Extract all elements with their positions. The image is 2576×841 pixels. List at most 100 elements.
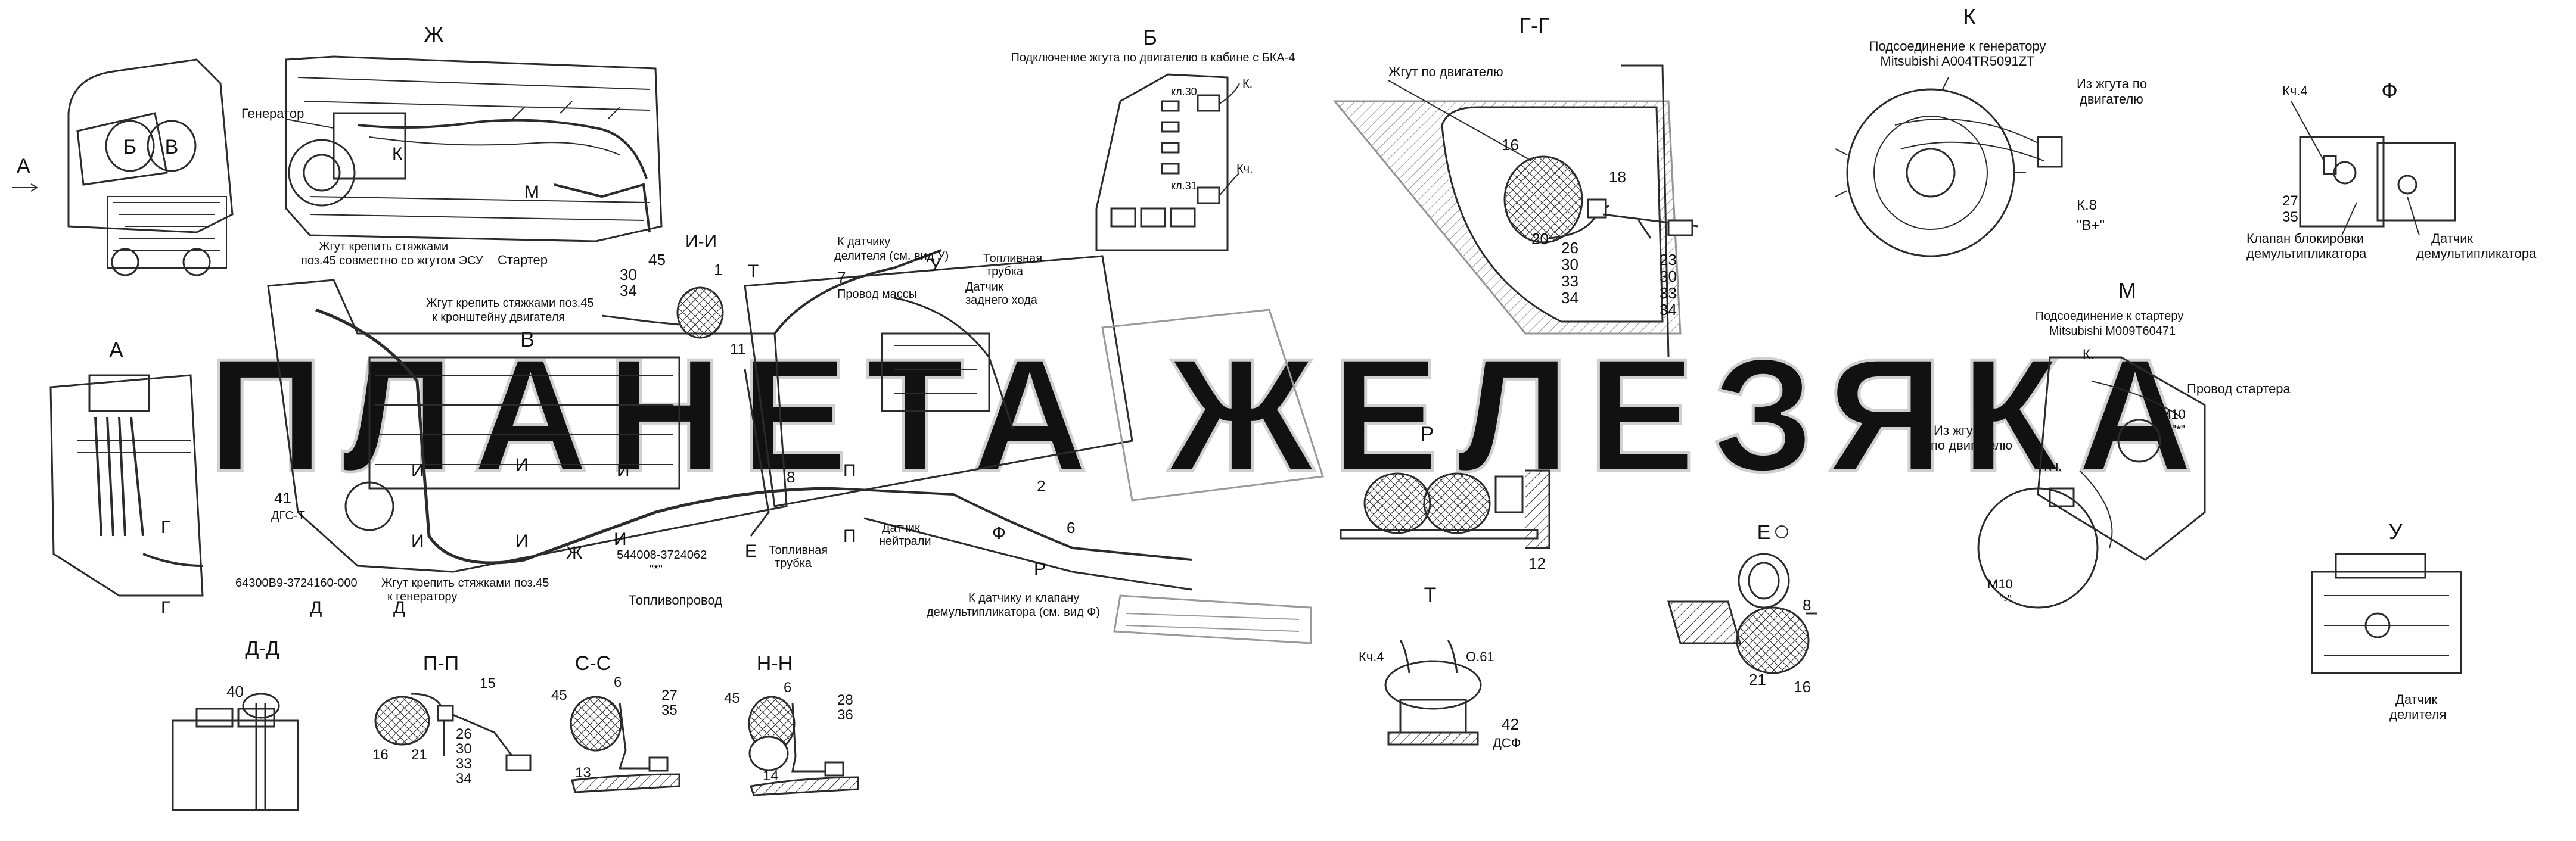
r-label-main: Р [1034, 559, 1046, 579]
i-label-5: И [515, 531, 529, 551]
zh-label-lower: Ж [566, 543, 583, 563]
zhgut-bracket-1: Жгут крепить стяжками поз.45 [426, 297, 593, 310]
pp-26: 26 [456, 726, 472, 742]
m-kch-label: Кч. [2044, 459, 2062, 474]
i-label-6: И [614, 529, 627, 549]
view-a-arrow [12, 183, 38, 192]
zhgut-gen-2: к генератору [387, 590, 457, 603]
ss-6: 6 [614, 674, 622, 690]
u-label-main: У [930, 256, 941, 275]
sensor-gear-2: заднего хода [965, 294, 1038, 307]
nn-36: 36 [837, 707, 853, 723]
pp-33: 33 [456, 756, 472, 772]
from-zhgut-m-2: по двигателю [1931, 438, 2012, 453]
e-view-marker [1775, 525, 1788, 538]
gg-26: 26 [1561, 239, 1578, 257]
starter-label: Стартер [498, 253, 548, 267]
n34a: 34 [620, 282, 637, 300]
generator-label: Генератор [241, 106, 304, 121]
from-zhgut-1: Из жгута по [2077, 76, 2147, 91]
to-sensor-div-1: К датчику [837, 235, 890, 248]
d-label-2: Д [393, 598, 405, 618]
f-kch4: Кч.4 [2282, 83, 2308, 98]
mass-wire-label: Провод массы [837, 288, 917, 301]
section-pp [374, 693, 532, 771]
valve-block-2: демультипликатора [2246, 246, 2367, 261]
from-zhgut-2: двигателю [2080, 92, 2143, 107]
ss-45: 45 [551, 687, 567, 703]
gg-23: 23 [1660, 251, 1677, 269]
bka4-panel [1095, 73, 1240, 251]
view-label-ss: С-С [575, 652, 611, 675]
gg-16: 16 [1502, 136, 1519, 154]
to-sensor-valve-2: демультипликатора (см. вид Ф) [927, 606, 1100, 619]
gg-30: 30 [1561, 256, 1578, 273]
view-label-f: Ф [2381, 79, 2397, 103]
view-label-a-arrow: А [17, 155, 30, 177]
zhgut-esu-2: поз.45 совместно со жгутом ЭСУ [301, 254, 483, 267]
b-k-label: К. [1242, 77, 1253, 91]
fuel-tube-lower-1: Топливная [769, 544, 828, 557]
view-label-gg: Г-Г [1520, 13, 1550, 38]
view-label-dd: Д-Д [245, 637, 279, 660]
dgs-label: ДГС-Т [271, 509, 305, 522]
view-label-u: У [2389, 519, 2403, 544]
gg-leader [1388, 80, 1532, 161]
part-643: 64300В9-3724160-000 [235, 577, 358, 590]
sensor-div-1: Датчик [2395, 692, 2437, 707]
starter-drawing [1977, 356, 2206, 609]
ii-section-small [601, 286, 724, 339]
n7: 7 [837, 269, 846, 286]
k-title-1: Подсоединение к генератору [1869, 39, 2046, 54]
gg-20: 20 [1531, 230, 1549, 248]
n45a: 45 [648, 251, 666, 269]
view-label-k: К [1963, 4, 1976, 29]
demultiplier-drawing [2291, 101, 2456, 236]
view-label-k-callout: К [392, 144, 403, 164]
star-b: "-" [1999, 593, 2012, 606]
n1: 1 [714, 261, 722, 279]
section-gg [1332, 64, 1699, 358]
pp-34: 34 [456, 771, 472, 787]
t-42: 42 [1502, 715, 1519, 733]
n30a: 30 [620, 266, 637, 284]
n8: 8 [787, 468, 795, 486]
zhgut-engine-label: Жгут по двигателю [1388, 64, 1503, 79]
view-label-t: Т [1424, 584, 1437, 606]
f-label-main: Ф [992, 524, 1006, 543]
gg-30b: 30 [1660, 267, 1677, 285]
gg-34b: 34 [1660, 301, 1677, 319]
pp-16: 16 [372, 747, 389, 763]
star-a: "*" [2172, 423, 2185, 437]
from-zhgut-m-1: Из жгута [1934, 423, 1987, 438]
nn-14: 14 [763, 768, 779, 784]
section-ss [570, 696, 680, 793]
sensor-neutral-2: нейтрали [879, 535, 931, 548]
i-label-4: И [411, 531, 424, 551]
f-35: 35 [2282, 209, 2298, 225]
sensor-neutral-1: Датчик [882, 522, 920, 535]
section-e [1667, 553, 1817, 674]
ss-13: 13 [575, 765, 591, 781]
n2: 2 [1037, 477, 1045, 495]
pp-21: 21 [411, 747, 427, 763]
gg-18: 18 [1609, 168, 1626, 186]
k8-label: К.8 [2077, 197, 2097, 213]
nn-28: 28 [837, 692, 853, 708]
n41: 41 [274, 489, 291, 507]
star-c: "*" [650, 563, 663, 576]
fuel-tube-top-1: Топливная [983, 252, 1042, 265]
e-21: 21 [1749, 671, 1766, 689]
kl31-label: кл.31 [1171, 180, 1197, 192]
section-t [1384, 640, 1482, 746]
m10-b: М10 [1987, 577, 2013, 591]
view-a-drawing [49, 374, 204, 597]
p-label-2: П [843, 527, 856, 546]
engine-side-view [267, 249, 1324, 644]
e-8: 8 [1803, 596, 1811, 614]
e-label: Е [745, 541, 757, 561]
r-45: 45 [1344, 453, 1361, 471]
watermark-text: ПЛАНЕТА ЖЕЛЕЗЯКА [208, 326, 2211, 505]
i-label-2: И [515, 455, 529, 475]
view-label-b-cab: Б [123, 136, 136, 158]
